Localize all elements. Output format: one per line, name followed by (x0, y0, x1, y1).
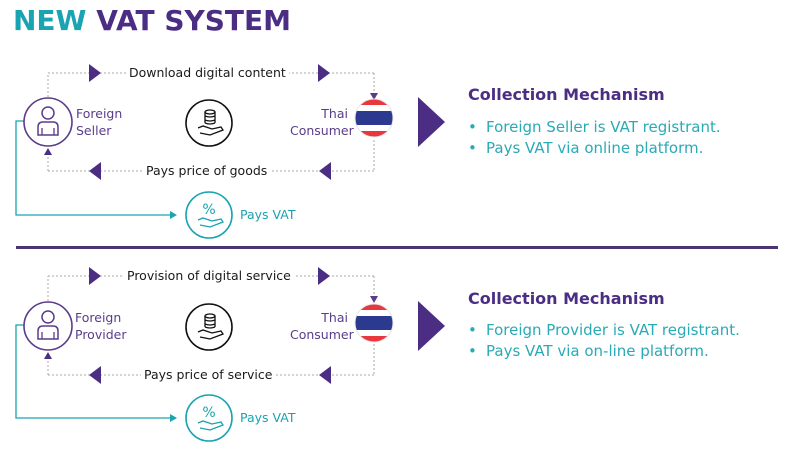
section-divider (16, 246, 778, 249)
top-flow-label: Download digital content (126, 65, 289, 80)
percent-in-hand-icon: % (185, 191, 233, 239)
consumer-label: Thai Consumer (290, 106, 354, 138)
thai-flag-icon (354, 303, 394, 343)
thai-flag-icon (354, 98, 394, 138)
arrow-left-icon (319, 162, 331, 180)
arrow-left-icon (89, 366, 101, 384)
top-flow-label: Provision of digital service (124, 268, 294, 283)
consumer-label: Thai Consumer (290, 310, 354, 342)
mechanism-item: Pays VAT via online platform. (468, 138, 721, 159)
arrow-right-icon (318, 64, 330, 82)
svg-text:%: % (202, 202, 215, 218)
arrow-down-icon (370, 93, 378, 100)
arrow-left-icon (89, 162, 101, 180)
arrow-up-icon (44, 148, 52, 155)
pays-vat-label: Pays VAT (240, 410, 296, 425)
mechanism-title: Collection Mechanism (468, 289, 665, 308)
arrow-up-icon (44, 352, 52, 359)
bottom-flow-label: Pays price of goods (143, 163, 271, 178)
title-vat-system: VAT SYSTEM (96, 4, 292, 37)
mechanism-item: Foreign Seller is VAT registrant. (468, 117, 721, 138)
flow-lines: % (15, 64, 445, 239)
bottom-flow-label: Pays price of service (141, 367, 276, 382)
diagram-panel-goods: % Download digital content Pays price of… (0, 55, 798, 260)
person-icon (23, 301, 73, 351)
mechanism-list: Foreign Seller is VAT registrant. Pays V… (468, 117, 721, 159)
seller-label: Foreign Seller (76, 106, 123, 138)
arrow-right-icon (89, 64, 101, 82)
diagram-panel-service: % Provision of digital service Pays pric… (0, 259, 798, 464)
arrow-right-icon (318, 267, 330, 285)
percent-in-hand-icon: % (185, 394, 233, 442)
arrow-right-icon (89, 267, 101, 285)
big-arrow-right-icon (418, 97, 445, 147)
mechanism-item: Pays VAT via on-line platform. (468, 341, 740, 362)
mechanism-list: Foreign Provider is VAT registrant. Pays… (468, 320, 740, 362)
big-arrow-right-icon (418, 301, 445, 351)
mechanism-item: Foreign Provider is VAT registrant. (468, 320, 740, 341)
person-icon (23, 97, 73, 147)
mechanism-title: Collection Mechanism (468, 85, 665, 104)
flow-lines: % (15, 267, 445, 442)
svg-text:%: % (202, 405, 215, 421)
page-title: NEW VAT SYSTEM (13, 4, 291, 37)
coins-in-hand-icon (185, 303, 233, 351)
provider-label: Foreign Provider (75, 310, 127, 342)
pays-vat-label: Pays VAT (240, 207, 296, 222)
title-new: NEW (13, 4, 87, 37)
arrow-left-icon (319, 366, 331, 384)
arrow-down-icon (370, 296, 378, 303)
coins-in-hand-icon (185, 99, 233, 147)
